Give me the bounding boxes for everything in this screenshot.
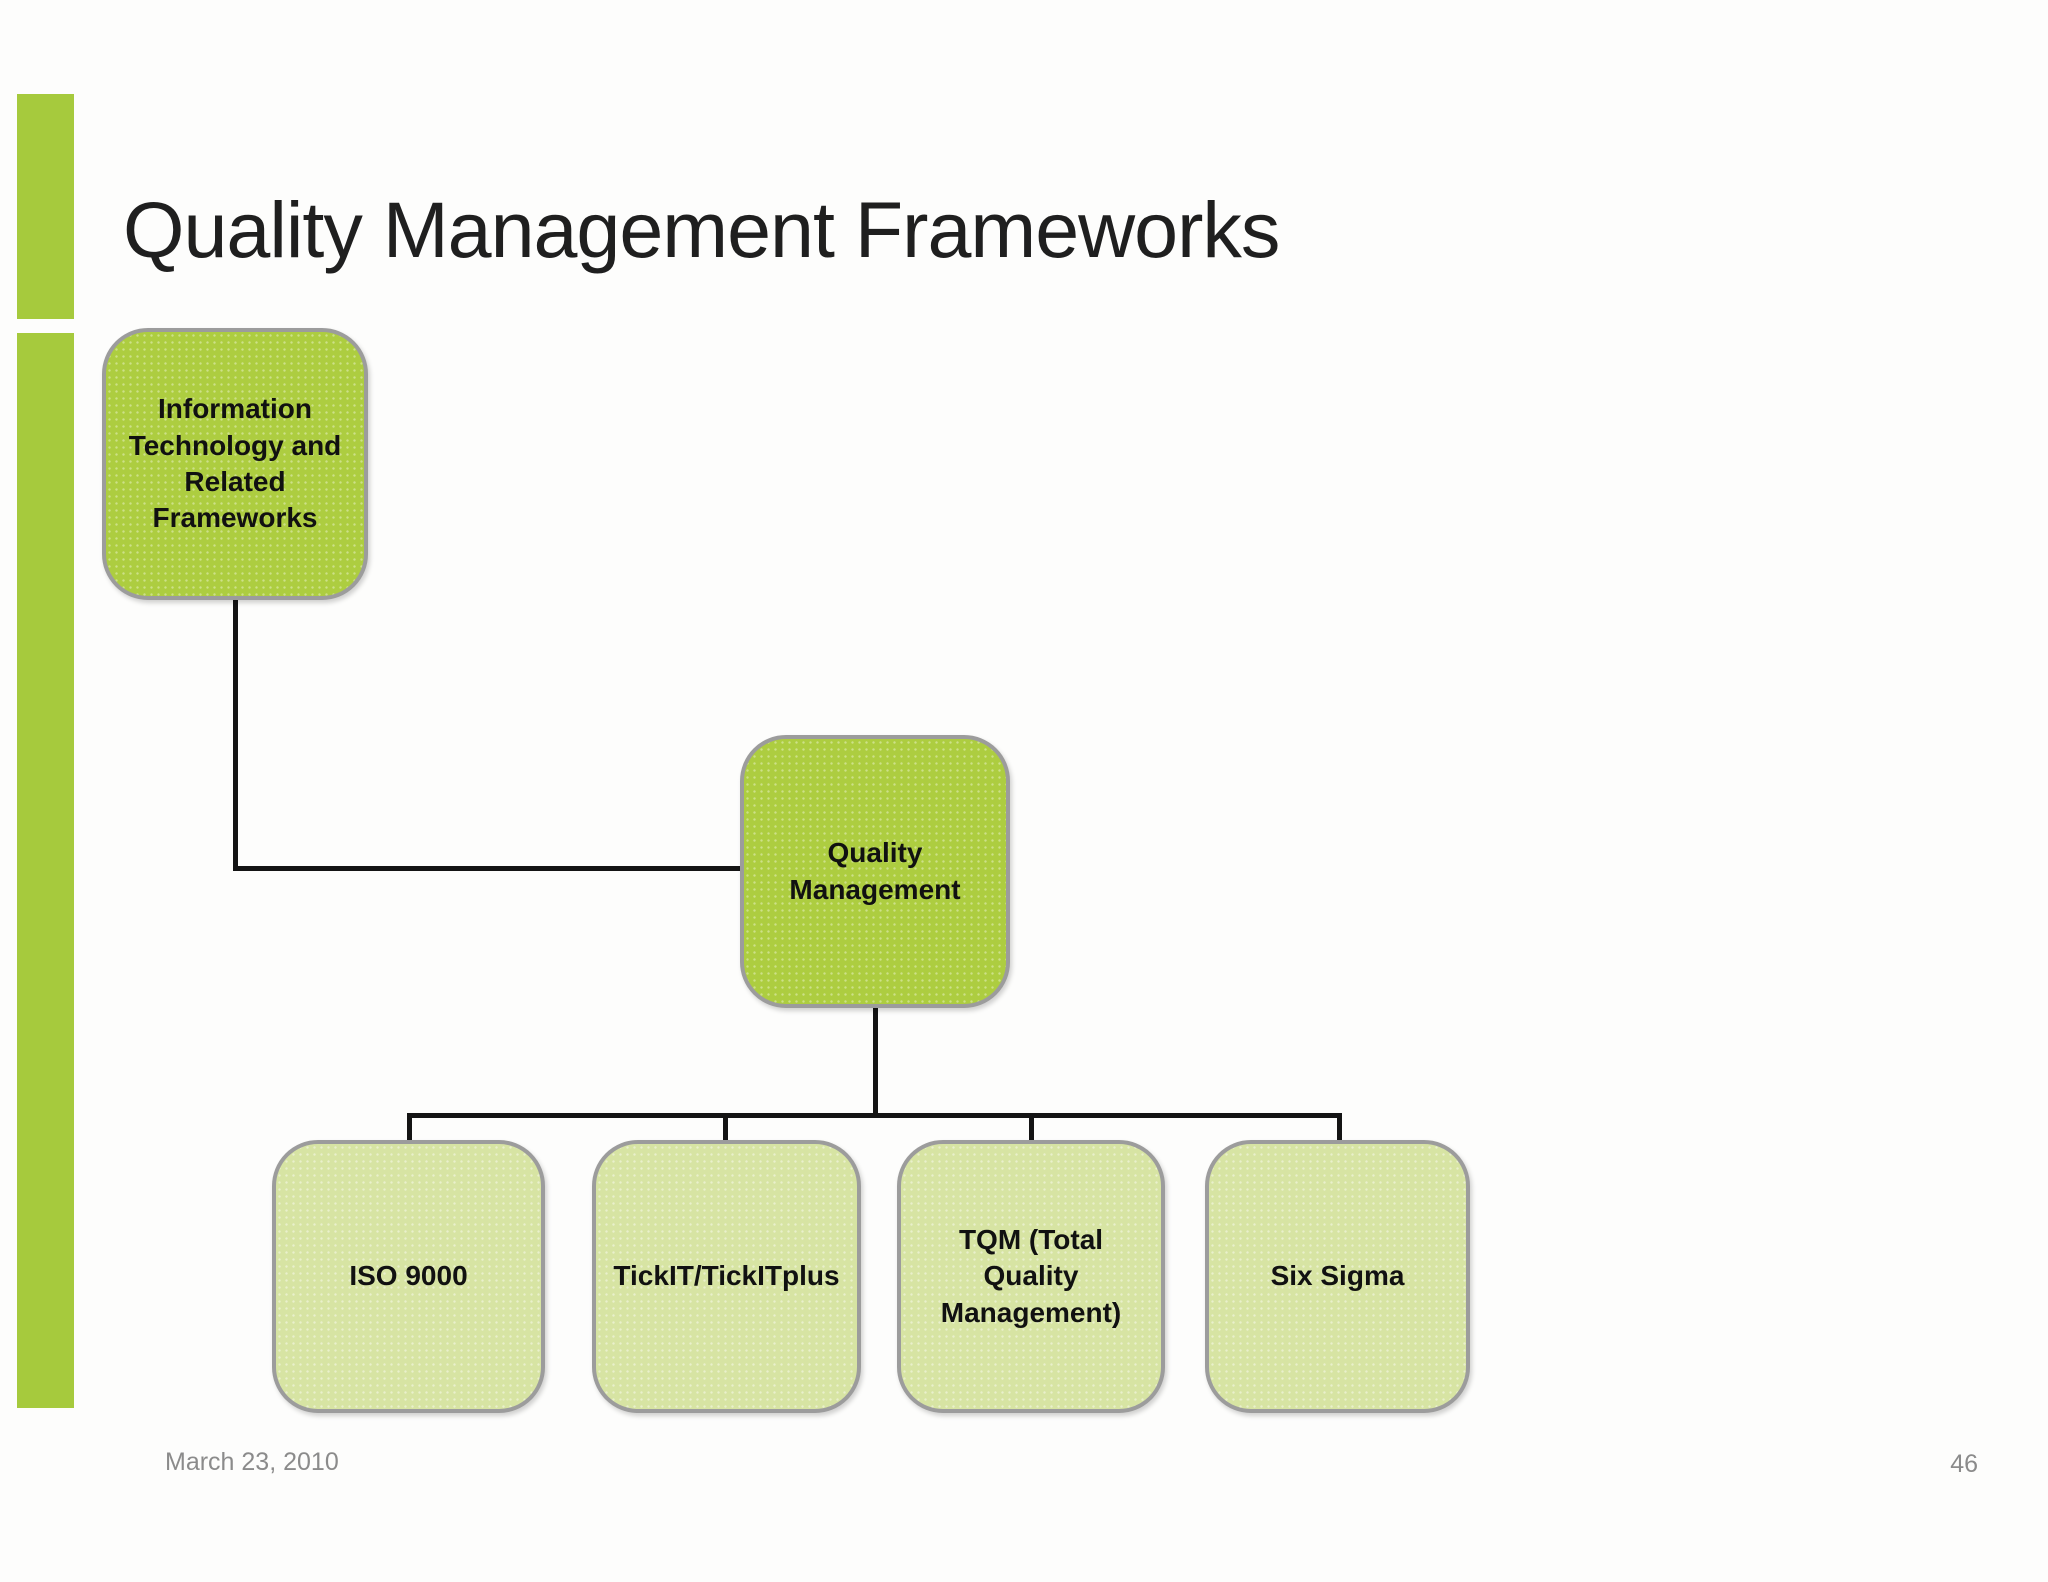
connector-children-bus [407,1113,1342,1118]
node-information-technology: Information Technology and Related Frame… [102,328,368,600]
connector-stub-tickit [723,1113,728,1145]
node-tqm: TQM (Total Quality Management) [897,1140,1165,1413]
footer-page-number: 46 [1950,1450,1978,1478]
node-tickit: TickIT/TickITplus [592,1140,861,1413]
connector-stub-tqm [1029,1113,1034,1145]
footer-date: March 23, 2010 [165,1448,339,1476]
node-tqm-label: TQM (Total Quality Management) [940,1223,1122,1328]
node-tickit-label: TickIT/TickITplus [613,1260,840,1292]
connector-root-horizontal [233,866,744,871]
accent-bar-bottom [17,333,74,1408]
node-iso-9000: ISO 9000 [272,1140,545,1413]
node-quality-management-label: Quality Management [789,837,961,905]
connector-stub-iso-9000 [407,1113,412,1145]
node-information-technology-label: Information Technology and Related Frame… [128,393,342,534]
node-iso-9000-label: ISO 9000 [349,1260,468,1292]
node-six-sigma-label: Six Sigma [1270,1260,1405,1292]
node-six-sigma: Six Sigma [1205,1140,1470,1413]
connector-parent-vertical [873,1006,878,1118]
slide-title: Quality Management Frameworks [123,185,1280,274]
connector-stub-six-sigma [1337,1113,1342,1145]
node-quality-management: Quality Management [740,735,1010,1008]
accent-bar-top [17,94,74,319]
connector-root-vertical [233,598,238,871]
